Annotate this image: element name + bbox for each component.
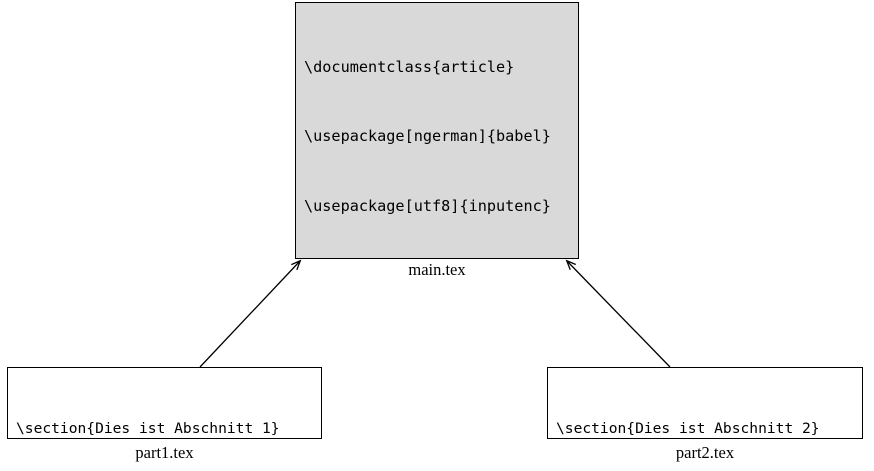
code-line: \section{Dies ist Abschnitt 1} xyxy=(16,420,280,437)
arrow-part2-to-main xyxy=(567,261,671,368)
code-line: \section{Dies ist Abschnitt 2} xyxy=(556,420,820,437)
part2-tex-caption: part2.tex xyxy=(675,443,735,462)
part1-tex-caption: part1.tex xyxy=(135,443,194,462)
code-line: \usepackage[ngerman]{babel} xyxy=(304,127,551,146)
part2-tex-box: \section{Dies ist Abschnitt 2} Hier ein … xyxy=(547,367,863,439)
arrow-part1-to-main xyxy=(199,261,300,368)
code-line: \documentclass{article} xyxy=(304,57,515,76)
main-tex-caption: main.tex xyxy=(408,260,466,279)
part1-tex-box: \section{Dies ist Abschnitt 1} Hier ein … xyxy=(7,367,322,439)
main-tex-box: \documentclass{article} \usepackage[nger… xyxy=(295,2,579,259)
code-line: \usepackage[utf8]{inputenc} xyxy=(304,197,551,216)
